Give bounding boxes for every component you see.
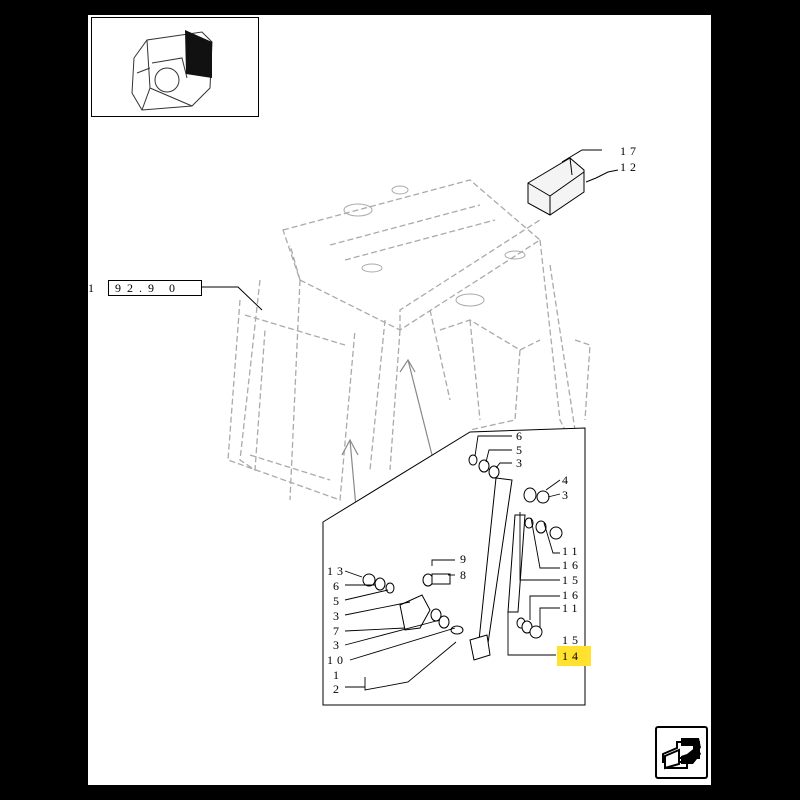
label-11a[interactable]: 11 <box>562 544 582 558</box>
label-16a[interactable]: 16 <box>562 558 582 572</box>
label-15a[interactable]: 15 <box>562 573 582 587</box>
label-2[interactable]: 2 <box>333 682 343 696</box>
reference-prefix: 1 <box>88 281 98 295</box>
label-5b[interactable]: 5 <box>333 594 343 608</box>
label-15b[interactable]: 15 <box>562 633 582 647</box>
label-3c[interactable]: 3 <box>333 609 343 623</box>
next-page-arrow-icon <box>662 738 701 770</box>
reference-link[interactable]: 92.9 0 <box>108 280 202 296</box>
label-10[interactable]: 10 <box>327 653 347 667</box>
label-11b[interactable]: 11 <box>562 601 582 615</box>
label-17[interactable]: 17 <box>620 144 640 158</box>
label-5a[interactable]: 5 <box>516 443 526 457</box>
label-7[interactable]: 7 <box>333 624 343 638</box>
label-3b[interactable]: 3 <box>562 488 572 502</box>
cab-thumbnail <box>91 17 259 117</box>
label-3d[interactable]: 3 <box>333 638 343 652</box>
label-12[interactable]: 12 <box>620 160 640 174</box>
label-14[interactable]: 14 <box>562 649 582 663</box>
gas-strut <box>507 514 526 613</box>
label-1[interactable]: 1 <box>333 668 343 682</box>
reference-code: 92.9 0 <box>115 281 181 295</box>
cab-frame-outline <box>227 179 591 501</box>
bracket-part-17 <box>527 157 585 216</box>
label-13[interactable]: 13 <box>327 564 347 578</box>
label-16b[interactable]: 16 <box>562 588 582 602</box>
next-page-button[interactable] <box>655 726 708 779</box>
label-8[interactable]: 8 <box>460 568 470 582</box>
highlight-part-14 <box>557 646 591 666</box>
label-6b[interactable]: 6 <box>333 579 343 593</box>
label-3a[interactable]: 3 <box>516 456 526 470</box>
detail-frame <box>322 427 586 706</box>
label-9[interactable]: 9 <box>460 552 470 566</box>
cab-thumbnail-icon <box>131 30 213 111</box>
label-4[interactable]: 4 <box>562 473 572 487</box>
hinge-plate <box>399 594 431 631</box>
label-6a[interactable]: 6 <box>516 429 526 443</box>
